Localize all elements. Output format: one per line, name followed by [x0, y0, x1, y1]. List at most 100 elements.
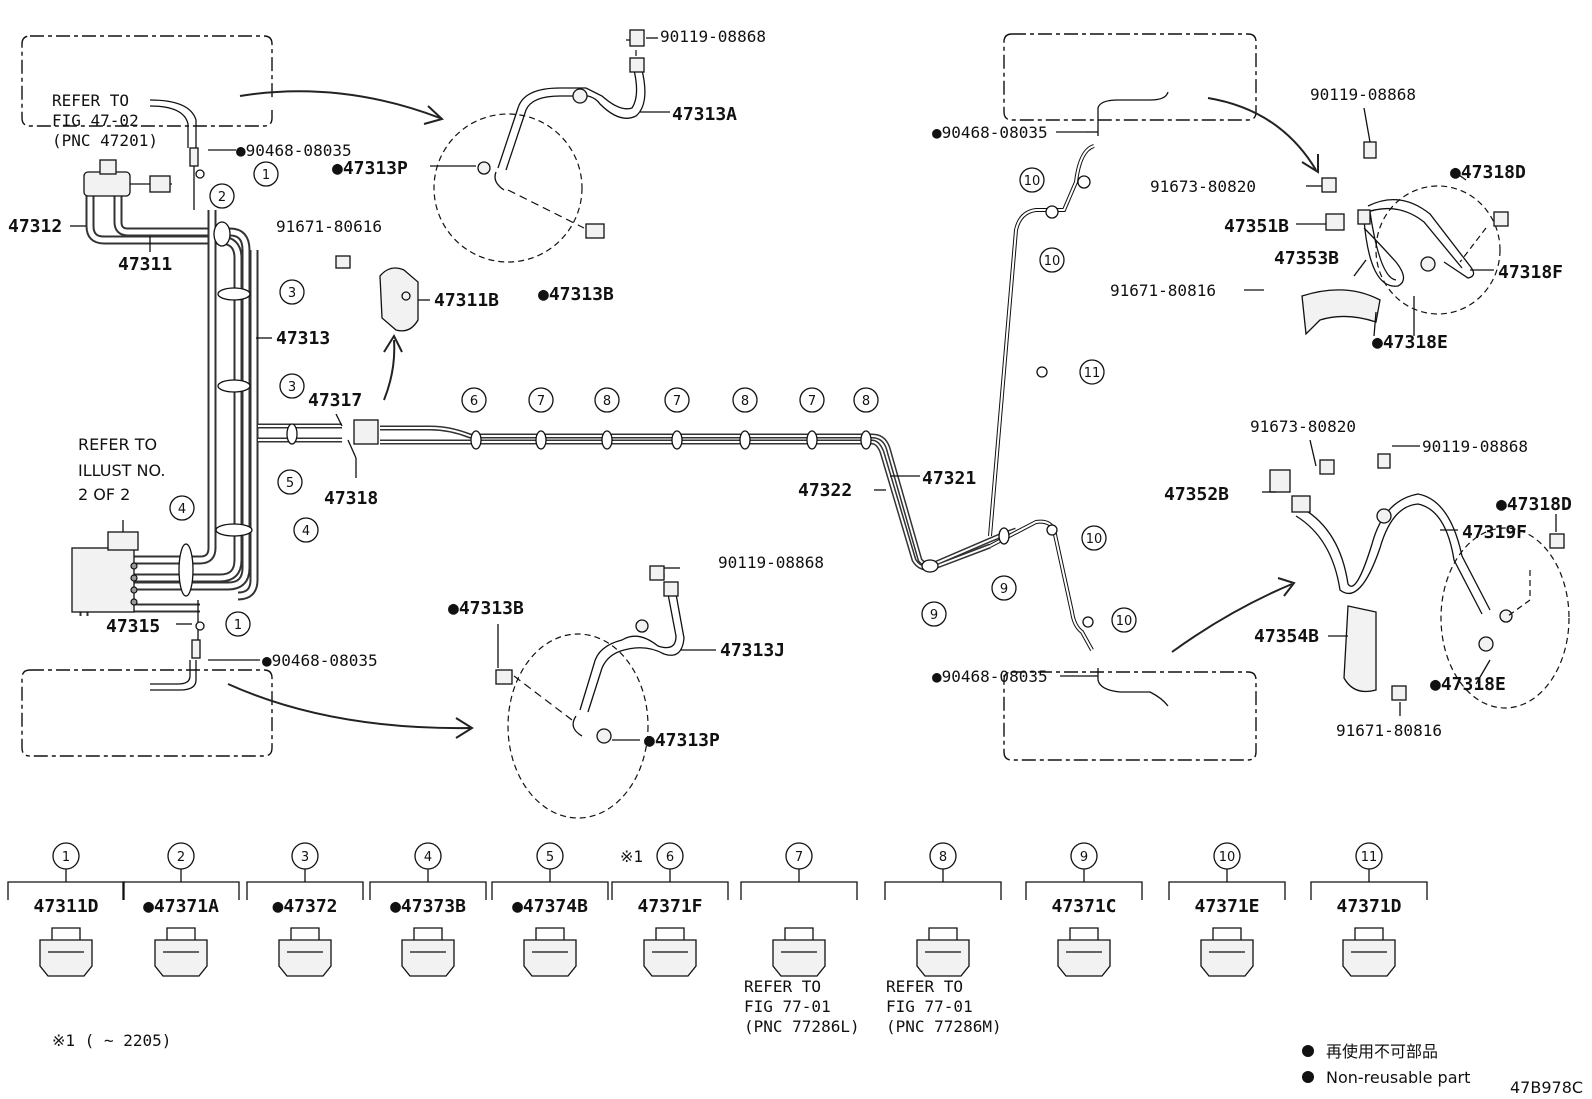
svg-text:8: 8: [939, 850, 947, 865]
callout-6: 6: [461, 387, 487, 413]
diagram-id: 47B978C: [1510, 1078, 1583, 1097]
svg-text:7: 7: [673, 394, 681, 409]
clip-part-6: 47371F: [637, 896, 702, 917]
label-47313B-b: ●47313B: [448, 598, 524, 619]
callout-8: 8: [594, 387, 620, 413]
callout-3: 3: [279, 279, 305, 305]
clip-part-1: 47311D: [33, 896, 98, 917]
label-47312: 47312: [8, 216, 62, 237]
hose-47318F: [1301, 141, 1509, 336]
callout-1: 1: [253, 161, 279, 187]
refer-to-clip8: REFER TO FIG 77-01 (PNC 77286M): [886, 977, 1002, 1036]
label-90468-08035-c: ●90468-08035: [932, 123, 1048, 142]
svg-text:10: 10: [1116, 614, 1133, 629]
label-91673-80820-b: 91673-80820: [1250, 417, 1356, 436]
svg-text:2: 2: [177, 850, 185, 865]
svg-text:4: 4: [424, 850, 432, 865]
hose-47313A: [477, 29, 646, 239]
label-90119-08868-b: 90119-08868: [718, 553, 824, 572]
label-47311B: 47311B: [434, 290, 499, 311]
part-labels: 47312 47311 47313 47317 47318 47315 4731…: [8, 27, 1572, 751]
svg-text:2: 2: [218, 190, 226, 205]
svg-text:8: 8: [603, 394, 611, 409]
leader-lines: [70, 37, 1557, 741]
clip-part-9: 47371C: [1051, 896, 1116, 917]
flow-arrows: [227, 90, 1319, 739]
line-clips: [178, 169, 1094, 631]
label-47354B: 47354B: [1254, 626, 1319, 647]
label-47313A: 47313A: [672, 104, 737, 125]
callout-9: 9: [991, 575, 1017, 601]
svg-text:1: 1: [234, 618, 242, 633]
clip-part-4: ●47373B: [390, 896, 466, 917]
legend: 再使用不可部品 Non-reusable part: [1302, 1042, 1470, 1087]
tube-bundle-47313: [79, 196, 259, 616]
svg-text:(PNC 47201): (PNC 47201): [52, 131, 158, 150]
svg-text:9: 9: [930, 608, 938, 623]
svg-text:10: 10: [1086, 532, 1103, 547]
label-91673-80820-a: 91673-80820: [1150, 177, 1256, 196]
svg-text:FIG 47-02: FIG 47-02: [52, 111, 139, 130]
label-91671-80816-b: 91671-80816: [1336, 721, 1442, 740]
svg-text:11: 11: [1084, 366, 1101, 381]
svg-text:REFER TO: REFER TO: [744, 977, 821, 996]
callout-8: 8: [732, 387, 758, 413]
svg-text:9: 9: [1000, 582, 1008, 597]
clip-part-5: ●47374B: [512, 896, 588, 917]
clip-item-7: 7: [740, 842, 858, 977]
svg-text:FIG 77-01: FIG 77-01: [744, 997, 831, 1016]
refer-to-clip7: REFER TO FIG 77-01 (PNC 77286L): [744, 977, 860, 1036]
rear-hose-stub: [150, 600, 201, 691]
label-90119-08868-c: 90119-08868: [1310, 85, 1416, 104]
label-47318E-a: ●47318E: [1372, 332, 1448, 353]
callout-8: 8: [853, 387, 879, 413]
label-47352B: 47352B: [1164, 484, 1229, 505]
clip-part-11: 47371D: [1336, 896, 1401, 917]
refer-to-master-cyl: REFER TO FIG 47-02 (PNC 47201): [52, 91, 158, 150]
label-47317: 47317: [308, 390, 362, 411]
label-47318F: 47318F: [1498, 262, 1563, 283]
label-47318E-b: ●47318E: [1430, 674, 1506, 695]
label-47313P-b: ●47313P: [644, 730, 720, 751]
svg-text:8: 8: [741, 394, 749, 409]
svg-text:5: 5: [546, 850, 554, 865]
svg-text:REFER TO: REFER TO: [78, 435, 157, 454]
footnote: ※1 ( ~ 2205): [52, 1031, 171, 1050]
label-47315: 47315: [106, 616, 160, 637]
svg-text:1: 1: [62, 850, 70, 865]
label-47318D-b: ●47318D: [1496, 494, 1572, 515]
svg-text:6: 6: [666, 850, 674, 865]
svg-text:8: 8: [862, 394, 870, 409]
clip-item-4: 4 ●47373B: [369, 842, 487, 977]
label-47318D-a: ●47318D: [1450, 162, 1526, 183]
svg-text:7: 7: [537, 394, 545, 409]
svg-text:7: 7: [795, 850, 803, 865]
label-90468-08035-d: ●90468-08035: [932, 667, 1048, 686]
svg-text:10: 10: [1219, 850, 1236, 865]
label-47321: 47321: [922, 468, 976, 489]
rear-right-hose-stub: [1097, 668, 1169, 707]
svg-text:3: 3: [288, 286, 296, 301]
clip-note: ※1: [620, 847, 643, 866]
clip-item-1: 1 47311D: [7, 842, 125, 977]
svg-text:4: 4: [178, 502, 186, 517]
ref-box-rear-right: [1003, 671, 1257, 761]
label-90468-08035-b: ●90468-08035: [262, 651, 378, 670]
callout-3: 3: [279, 373, 305, 399]
label-91671-80616: 91671-80616: [276, 217, 382, 236]
label-90119-08868-d: 90119-08868: [1422, 437, 1528, 456]
abs-actuator: [71, 520, 139, 613]
bracket-47311B: [335, 255, 419, 332]
svg-text:5: 5: [286, 476, 294, 491]
svg-text:4: 4: [302, 524, 310, 539]
label-47322: 47322: [798, 480, 852, 501]
clip-item-2: 2●47371A: [122, 842, 240, 977]
svg-text:FIG 77-01: FIG 77-01: [886, 997, 973, 1016]
ref-box-front-left: [21, 35, 273, 127]
svg-text:REFER TO: REFER TO: [52, 91, 129, 110]
callout-7: 7: [799, 387, 825, 413]
clip-item-6: 6 47371F ※1: [611, 842, 729, 977]
svg-text:7: 7: [808, 394, 816, 409]
